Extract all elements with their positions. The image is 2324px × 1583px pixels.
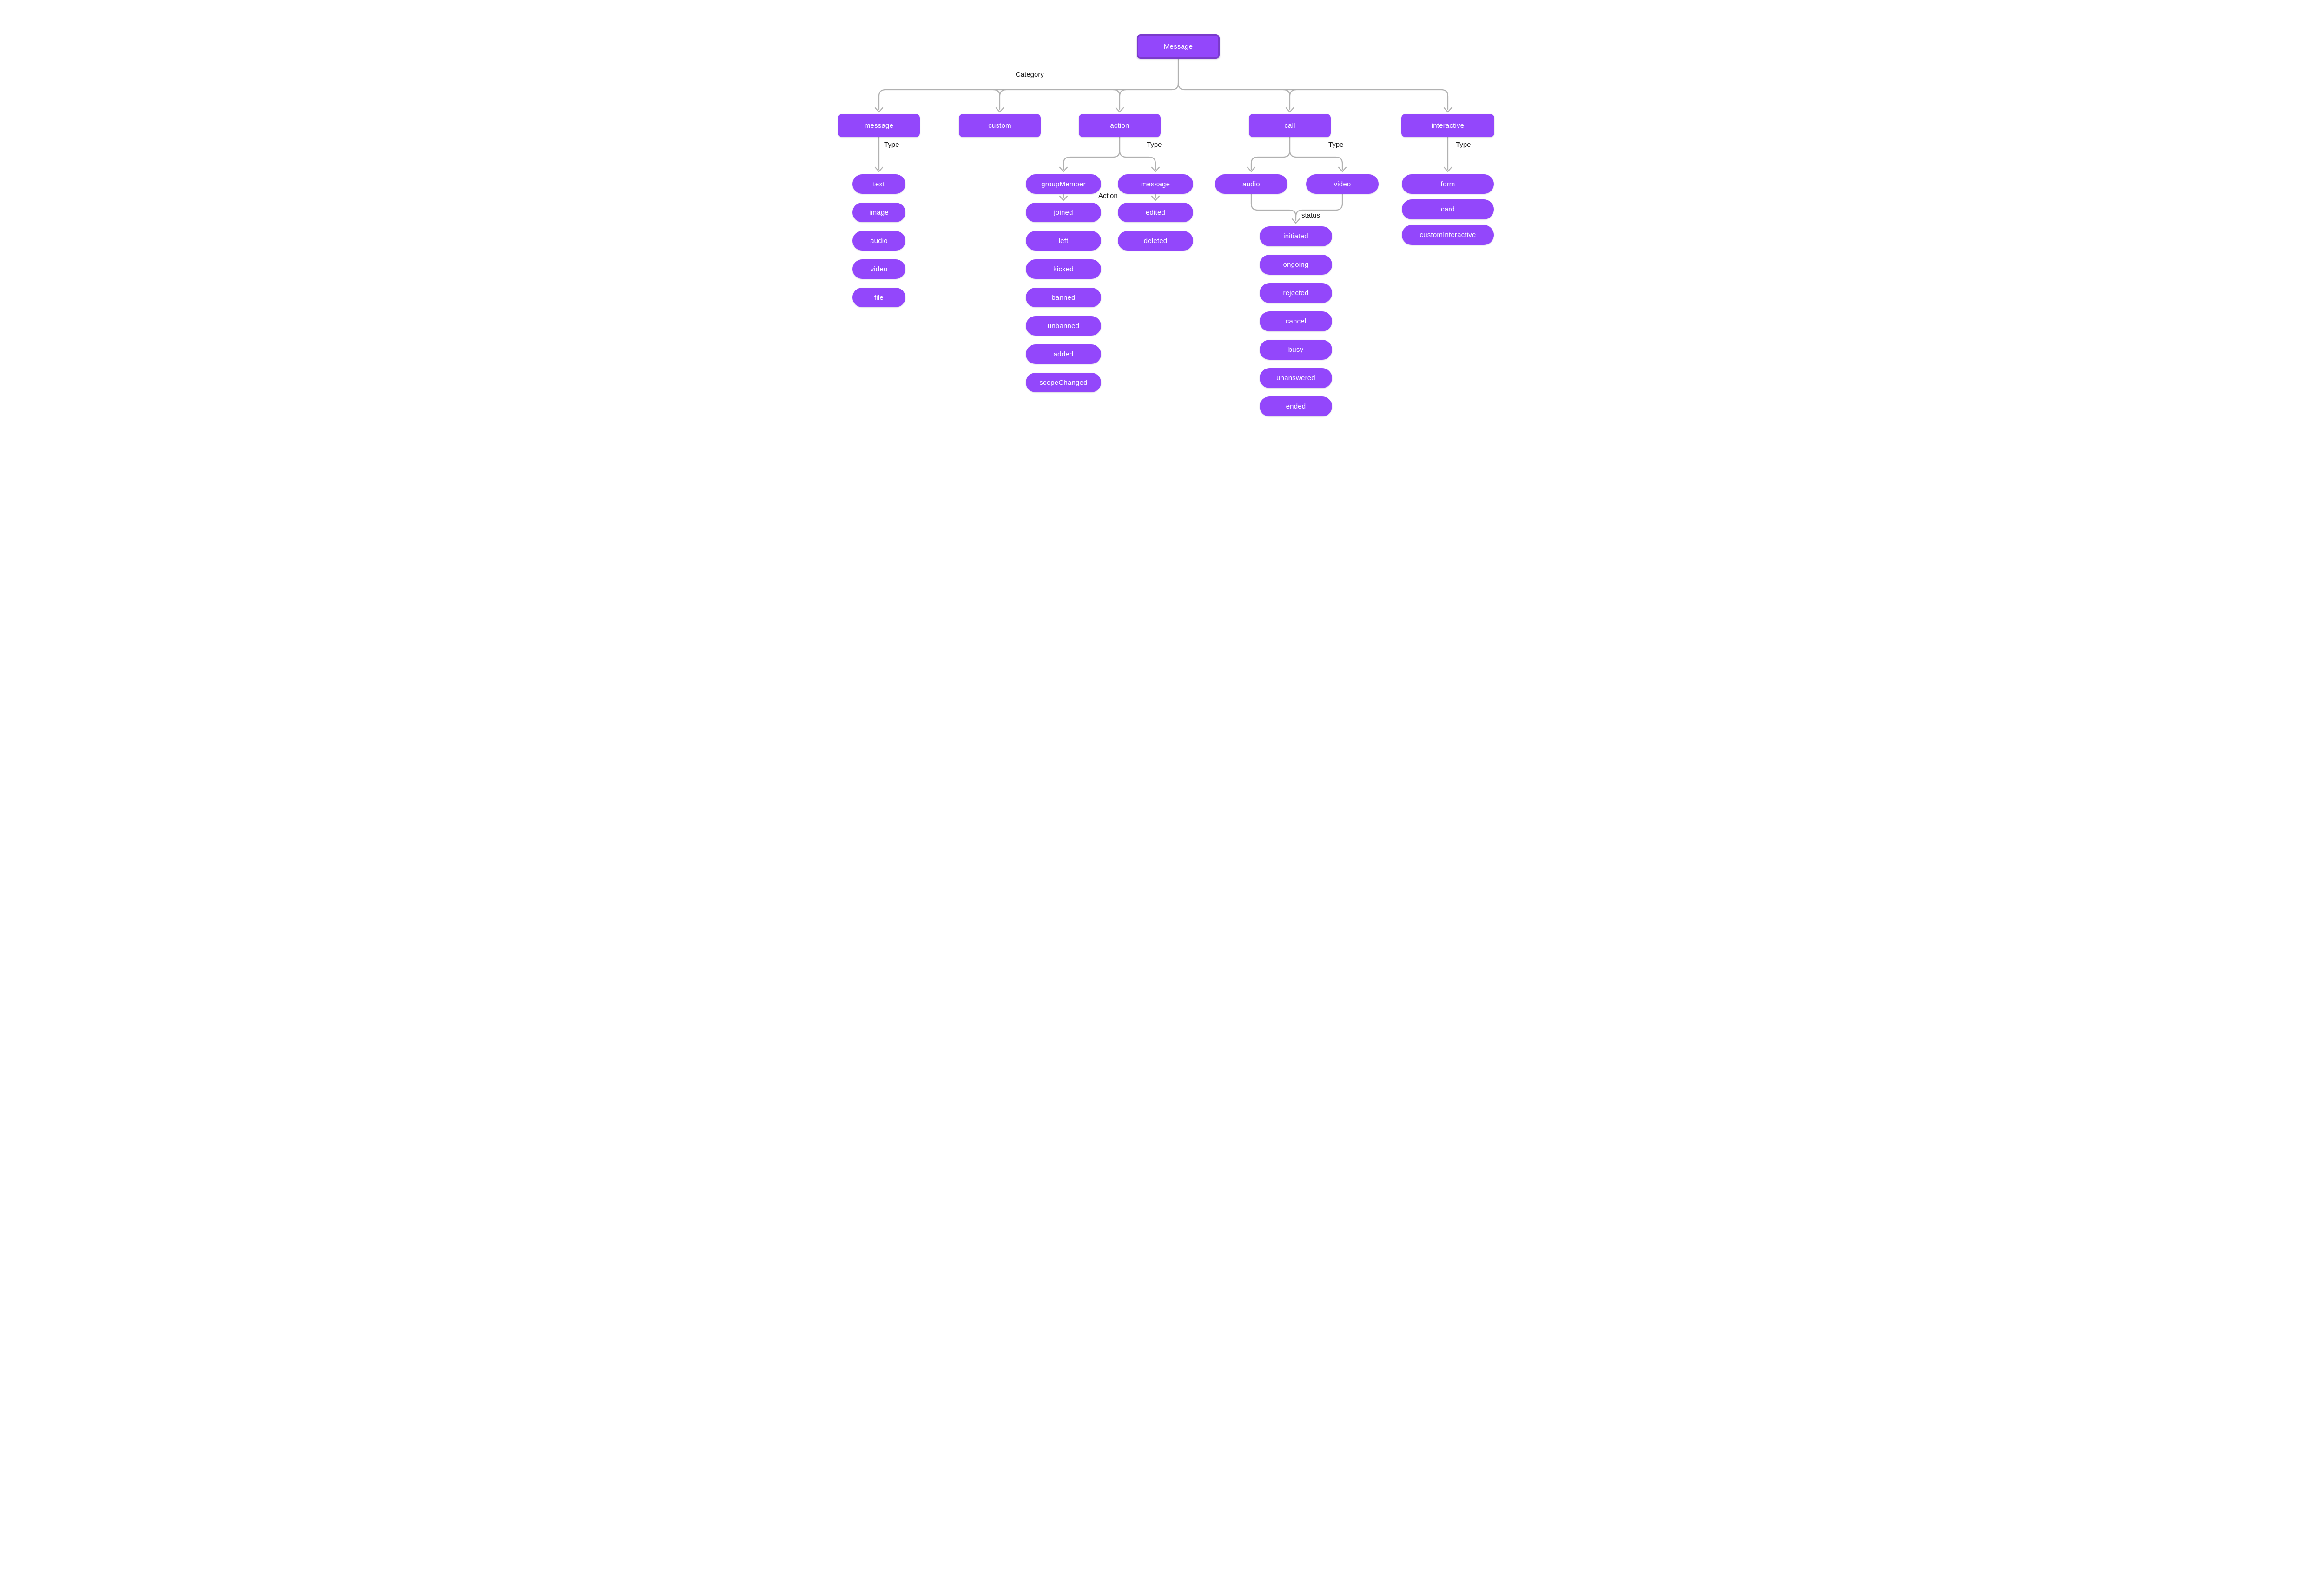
- type-edge-label-call: Type: [1328, 141, 1344, 149]
- action-right-branch-line: [1119, 136, 1156, 171]
- node-status-ongoing: ongoing: [1260, 255, 1332, 275]
- node-action-kicked: kicked: [1026, 259, 1101, 279]
- arrowhead-icon: [1291, 218, 1301, 224]
- node-category-interactive: interactive: [1401, 114, 1494, 137]
- drop-action-line: [1112, 89, 1127, 110]
- node-type-image: image: [852, 203, 905, 222]
- arrowhead-icon: [1338, 166, 1347, 172]
- arrowhead-icon: [1247, 166, 1256, 172]
- interactive-type-connector: [1443, 136, 1452, 172]
- status-merge-left-line: [1250, 193, 1297, 221]
- arrowhead-icon: [1151, 166, 1160, 172]
- node-type-video: video: [852, 259, 905, 279]
- node-category-custom: custom: [959, 114, 1041, 137]
- node-type-groupmember: groupMember: [1026, 174, 1101, 194]
- node-action-deleted: deleted: [1118, 231, 1193, 251]
- type-edge-label-interactive: Type: [1456, 141, 1471, 149]
- arrowhead-icon: [874, 166, 884, 172]
- message-type-connector: [874, 136, 884, 172]
- node-type-card: card: [1402, 199, 1494, 219]
- drop-custom-line: [992, 89, 1007, 110]
- node-status-cancel: cancel: [1260, 311, 1332, 331]
- node-category-call: call: [1249, 114, 1331, 137]
- node-status-unanswered: unanswered: [1260, 368, 1332, 388]
- arrowhead-icon: [1443, 166, 1452, 172]
- call-split-connector: [1247, 136, 1347, 224]
- connector-lines: [874, 58, 1452, 224]
- arrowhead-icon: [1151, 195, 1160, 201]
- node-status-initiated: initiated: [1260, 226, 1332, 246]
- node-action-unbanned: unbanned: [1026, 316, 1101, 336]
- arrowhead-icon: [1059, 195, 1068, 201]
- node-action-edited: edited: [1118, 203, 1193, 222]
- type-edge-label-action: Type: [1147, 141, 1162, 149]
- node-type-text: text: [852, 174, 905, 194]
- node-status-busy: busy: [1260, 340, 1332, 360]
- node-type-custominteractive: customInteractive: [1402, 225, 1494, 245]
- arrowhead-icon: [995, 107, 1004, 113]
- status-edge-label: status: [1301, 211, 1320, 219]
- node-status-rejected: rejected: [1260, 283, 1332, 303]
- arrowhead-icon: [1443, 107, 1452, 113]
- call-right-branch-line: [1289, 136, 1343, 171]
- action-edge-label: Action: [1098, 192, 1118, 200]
- bus-left-line: [878, 82, 1179, 110]
- node-action-added: added: [1026, 344, 1101, 364]
- arrowhead-icon: [1115, 107, 1124, 113]
- category-edge-label: Category: [1016, 71, 1044, 79]
- node-action-left: left: [1026, 231, 1101, 251]
- arrowhead-icon: [1285, 107, 1294, 113]
- status-merge-right-line: [1295, 193, 1343, 218]
- node-type-file: file: [852, 288, 905, 307]
- node-type-form: form: [1402, 174, 1494, 194]
- node-type-call-video: video: [1306, 174, 1379, 194]
- arrowhead-icon: [874, 107, 884, 113]
- root-to-categories-connector: [874, 58, 1452, 113]
- call-left-branch-line: [1250, 136, 1291, 171]
- node-type-audio: audio: [852, 231, 905, 251]
- bus-right-line: [1177, 82, 1449, 110]
- node-type-action-message: message: [1118, 174, 1193, 194]
- node-message-root: Message: [1137, 34, 1220, 59]
- action-left-branch-line: [1063, 136, 1121, 171]
- node-action-joined: joined: [1026, 203, 1101, 222]
- drop-call-line: [1282, 89, 1297, 110]
- node-category-action: action: [1079, 114, 1161, 137]
- arrowhead-icon: [1059, 166, 1068, 172]
- node-type-call-audio: audio: [1215, 174, 1287, 194]
- node-action-banned: banned: [1026, 288, 1101, 307]
- node-status-ended: ended: [1260, 396, 1332, 416]
- node-category-message: message: [838, 114, 920, 137]
- type-edge-label-message: Type: [884, 141, 899, 149]
- node-action-scopechanged: scopeChanged: [1026, 373, 1101, 392]
- diagram-canvas: Category Type Type Type Type Action stat…: [804, 0, 1520, 445]
- action-split-connector: [1059, 136, 1160, 201]
